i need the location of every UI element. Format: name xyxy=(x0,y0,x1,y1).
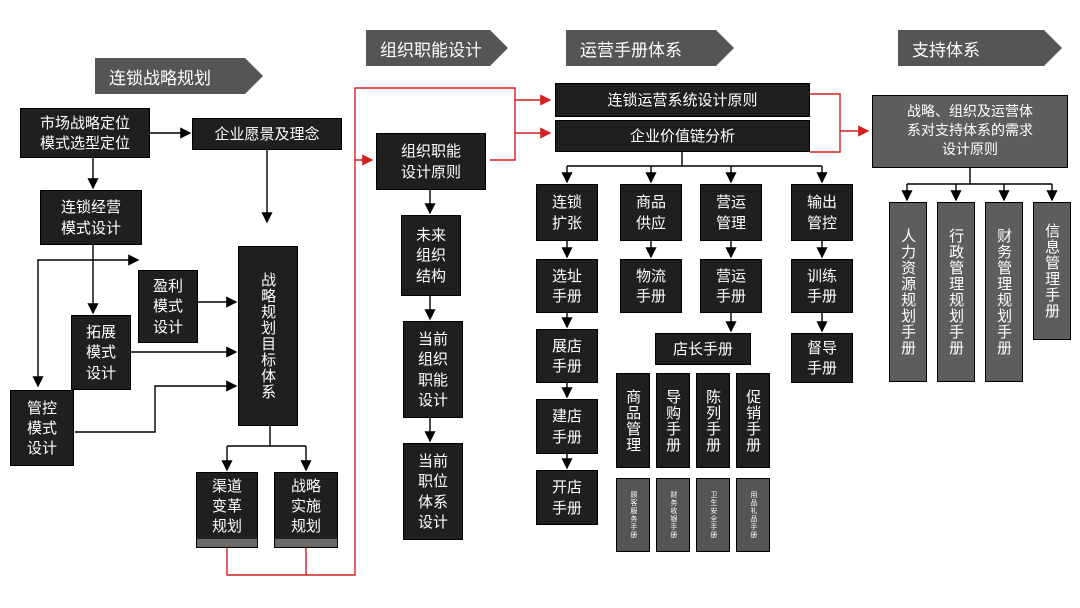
banner-org: 组织职能设计 xyxy=(366,30,508,66)
ops-design-principle-box: 连锁运营系统设计原则 xyxy=(555,83,810,117)
info-manual-box: 信息管理手册 xyxy=(1033,202,1071,340)
hygiene-safety-label: 卫生安全手册 xyxy=(709,491,718,539)
strategy-target-label: 战略规划目标体系 xyxy=(259,272,278,400)
chain-model-box: 连锁经营 模式设计 xyxy=(40,190,142,245)
supplies-gifts-label: 用品礼品手册 xyxy=(749,491,758,539)
store-manager-manual: 店长手册 xyxy=(655,333,751,365)
banner-strategy: 连锁战略规划 xyxy=(95,58,263,94)
strategy-target-box: 战略规划目标体系 xyxy=(238,246,298,426)
goods-mgmt-box: 商品管理 xyxy=(616,373,650,468)
display-label: 陈列手册 xyxy=(704,388,723,453)
org-principle-box: 组织职能 设计原则 xyxy=(376,133,486,190)
customer-service-label: 顾客服务手册 xyxy=(629,491,638,539)
finance-cashier-box: 财务收银手册 xyxy=(656,478,690,552)
goods-supply-box: 商品 供应 xyxy=(620,184,682,241)
operation-manual: 营运 手册 xyxy=(700,259,762,313)
customer-service-box: 顾客服务手册 xyxy=(616,478,650,552)
market-positioning-box: 市场战略定位 模式选型定位 xyxy=(20,108,150,158)
shopping-guide-label: 导购手册 xyxy=(664,388,683,453)
supervision-manual: 督导 手册 xyxy=(791,333,853,383)
shopping-guide-box: 导购手册 xyxy=(656,373,690,468)
banner-ops: 运营手册体系 xyxy=(566,30,734,66)
training-manual: 训练 手册 xyxy=(791,259,853,313)
expansion-model-box: 拓展 模式 设计 xyxy=(71,315,131,390)
banner-support: 支持体系 xyxy=(898,30,1062,66)
promotion-label: 促销手册 xyxy=(744,388,763,453)
current-func-box: 当前 组织 职能 设计 xyxy=(403,321,463,418)
store-open-manual: 开店 手册 xyxy=(536,470,598,525)
support-principle-box: 战略、组织及运营体 系对支持体系的需求 设计原则 xyxy=(872,95,1068,168)
site-selection-manual: 选址 手册 xyxy=(536,259,598,313)
channel-reform-box: 渠道 变革 规划 xyxy=(196,472,258,548)
vision-box: 企业愿景及理念 xyxy=(192,118,342,150)
admin-manual-label: 行政管理规划手册 xyxy=(947,228,966,356)
future-org-box: 未来 组织 结构 xyxy=(401,215,461,296)
goods-mgmt-label: 商品管理 xyxy=(624,388,643,453)
control-model-box: 管控 模式 设计 xyxy=(10,390,74,466)
hr-manual-label: 人力资源规划手册 xyxy=(899,228,918,356)
hygiene-safety-box: 卫生安全手册 xyxy=(696,478,730,552)
store-exhibit-manual: 展店 手册 xyxy=(536,329,598,383)
info-manual-label: 信息管理手册 xyxy=(1043,223,1062,319)
value-chain-box: 企业价值链分析 xyxy=(555,120,810,152)
chain-expansion-box: 连锁 扩张 xyxy=(536,184,598,241)
operation-mgmt-box: 营运 管理 xyxy=(700,184,762,241)
finance-manual-box: 财务管理规划手册 xyxy=(985,202,1023,382)
supplies-gifts-box: 用品礼品手册 xyxy=(736,478,770,552)
finance-manual-label: 财务管理规划手册 xyxy=(995,228,1014,356)
admin-manual-box: 行政管理规划手册 xyxy=(937,202,975,382)
promotion-box: 促销手册 xyxy=(736,373,770,468)
output-control-box: 输出 管控 xyxy=(791,184,853,241)
logistics-manual: 物流 手册 xyxy=(620,259,682,313)
current-position-box: 当前 职位 体系 设计 xyxy=(403,443,463,540)
display-box: 陈列手册 xyxy=(696,373,730,468)
finance-cashier-label: 财务收银手册 xyxy=(669,491,678,539)
store-build-manual: 建店 手册 xyxy=(536,399,598,454)
profit-model-box: 盈利 模式 设计 xyxy=(138,270,198,343)
hr-manual-box: 人力资源规划手册 xyxy=(889,202,927,382)
strategy-implement-box: 战略 实施 规划 xyxy=(274,472,338,548)
